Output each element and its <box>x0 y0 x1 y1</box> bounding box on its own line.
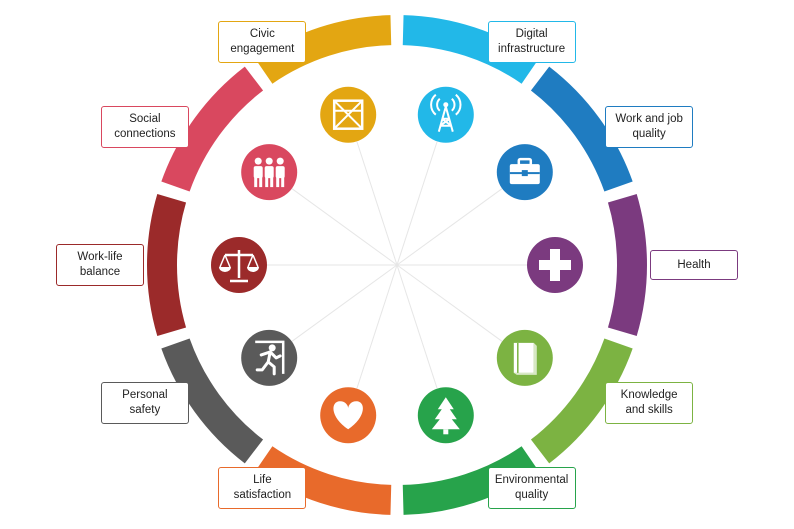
label-line: Digital <box>515 27 548 40</box>
label-line: engagement <box>230 42 295 55</box>
label-text: Health <box>677 258 710 273</box>
spoke-line <box>356 264 398 389</box>
label-line: Civic <box>249 27 275 40</box>
spoke-line <box>396 188 503 266</box>
label-line: Social <box>129 112 161 125</box>
label-line: safety <box>129 404 161 417</box>
label-text: Work and job quality <box>615 112 683 142</box>
label-digital: Digital infrastructure <box>487 20 576 63</box>
spoke-line <box>356 141 398 266</box>
label-text: Social connections <box>114 112 175 142</box>
spoke-line <box>291 188 398 266</box>
label-knowledge: Knowledge and skills <box>605 382 694 425</box>
ring-segment-civic <box>255 15 392 84</box>
antenna-tower-icon <box>417 86 474 143</box>
label-line: Health <box>677 258 711 271</box>
label-worklife: Work-life balance <box>56 244 144 286</box>
center-spokes <box>267 141 527 389</box>
label-text: Civic engagement <box>230 27 294 57</box>
label-life: Life satisfaction <box>218 467 307 510</box>
label-line: satisfaction <box>233 489 292 502</box>
label-civic: Civic engagement <box>218 20 307 63</box>
label-line: infrastructure <box>498 42 566 55</box>
dimension-icons <box>211 86 583 444</box>
spoke-line <box>291 264 398 342</box>
ring-segment-worklife <box>147 193 187 337</box>
ring-segment-work <box>530 66 633 192</box>
ring-segment-digital <box>402 15 539 84</box>
ring-segment-safety <box>161 338 264 464</box>
label-line: balance <box>79 266 121 278</box>
people-group-icon <box>241 144 298 201</box>
label-line: quality <box>632 127 666 140</box>
label-text: Digital infrastructure <box>498 27 565 57</box>
label-line: Knowledge <box>620 389 678 402</box>
ballot-box-icon <box>320 86 377 143</box>
label-line: Life <box>253 474 272 487</box>
spoke-line <box>396 141 438 266</box>
label-text: Knowledge and skills <box>621 388 678 418</box>
briefcase-icon <box>496 144 553 201</box>
label-line: Work and job <box>615 112 683 125</box>
label-line: and skills <box>625 404 673 417</box>
pine-tree-icon <box>417 387 474 444</box>
heart-icon <box>320 387 377 444</box>
label-line: quality <box>514 489 549 502</box>
label-work: Work and job quality <box>605 105 694 148</box>
ring-segments <box>147 15 648 515</box>
label-line: connections <box>114 127 176 140</box>
label-line: Work-life <box>77 251 123 263</box>
label-text: Personal safety <box>122 388 167 418</box>
ring-segment-life <box>255 446 392 515</box>
label-text: Work-life balance <box>77 250 122 280</box>
book-icon <box>496 329 553 386</box>
ring-segment-knowledge <box>530 338 633 464</box>
label-safety: Personal safety <box>100 382 189 425</box>
spoke-line <box>396 264 438 389</box>
label-text: Environmental quality <box>495 473 569 503</box>
label-text: Life satisfaction <box>234 473 292 503</box>
ring-segment-social <box>161 66 264 192</box>
label-health: Health <box>650 250 738 280</box>
label-line: Environmental <box>494 474 569 487</box>
label-line: Personal <box>122 389 168 402</box>
running-exit-icon <box>241 329 298 386</box>
ring-segment-health <box>607 193 648 337</box>
label-social: Social connections <box>100 105 189 148</box>
medical-cross-icon <box>527 237 583 293</box>
label-environment: Environmental quality <box>487 467 576 510</box>
ring-segment-environment <box>402 446 539 515</box>
spoke-line <box>396 264 503 342</box>
balance-scale-icon <box>211 237 267 293</box>
